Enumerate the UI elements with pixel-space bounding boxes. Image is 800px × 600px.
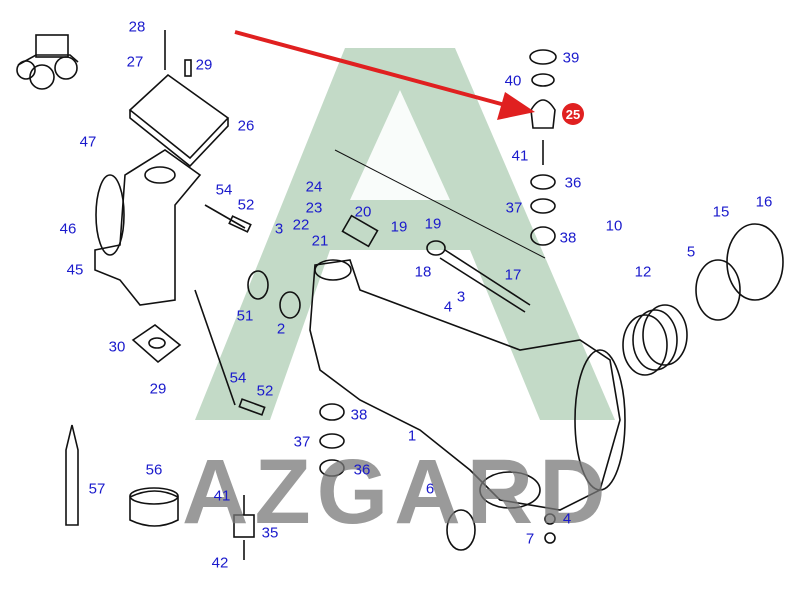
callout[interactable]: 4 [443,298,453,316]
callout[interactable]: 57 [88,480,106,498]
callout[interactable]: 2 [276,320,286,338]
callout[interactable]: 37 [293,433,311,451]
callout[interactable]: 29 [149,380,167,398]
callout[interactable]: 4 [562,510,572,528]
callout[interactable]: 40 [504,72,522,90]
callout[interactable]: 21 [311,232,329,250]
callout[interactable]: 52 [256,382,274,400]
callout[interactable]: 54 [215,181,233,199]
callout[interactable]: 12 [634,263,652,281]
callout[interactable]: 23 [305,199,323,217]
callout[interactable]: 16 [755,193,773,211]
plate-26 [128,73,230,168]
callout[interactable]: 47 [79,133,97,151]
callout[interactable]: 26 [237,117,255,135]
callout[interactable]: 6 [425,480,435,498]
callout[interactable]: 7 [525,530,535,548]
callout[interactable]: 3 [274,220,284,238]
callout[interactable]: 36 [353,461,371,479]
callout[interactable]: 1 [407,427,417,445]
callout[interactable]: 24 [305,178,323,196]
watermark-a-shape [195,48,615,420]
callout[interactable]: 41 [511,147,529,165]
callout[interactable]: 18 [414,263,432,281]
callout[interactable]: 51 [236,307,254,325]
highlighted-part-badge[interactable]: 25 [562,103,584,125]
callout[interactable]: 56 [145,461,163,479]
callout[interactable]: 28 [128,18,146,36]
callout[interactable]: 17 [504,266,522,284]
watermark-text: AZGARD [182,441,612,543]
callout[interactable]: 35 [261,524,279,542]
tractor-icon [16,34,79,90]
callout[interactable]: 3 [456,288,466,306]
callout[interactable]: 15 [712,203,730,221]
callout[interactable]: 42 [211,554,229,572]
callout[interactable]: 19 [390,218,408,236]
callout[interactable]: 39 [562,49,580,67]
callout[interactable]: 19 [424,215,442,233]
callout[interactable]: 30 [108,338,126,356]
callout[interactable]: 38 [559,229,577,247]
knuckle-45 [94,149,202,306]
callout[interactable]: 27 [126,53,144,71]
callout[interactable]: 45 [66,261,84,279]
callout[interactable]: 52 [237,196,255,214]
callout[interactable]: 54 [229,369,247,387]
red-arrow [234,30,535,120]
callout[interactable]: 22 [292,216,310,234]
callout[interactable]: 46 [59,220,77,238]
callout[interactable]: 10 [605,217,623,235]
callout[interactable]: 36 [564,174,582,192]
callout[interactable]: 29 [195,56,213,74]
callout[interactable]: 41 [213,487,231,505]
callout[interactable]: 38 [350,406,368,424]
callout[interactable]: 37 [505,199,523,217]
callout[interactable]: 5 [686,243,696,261]
callout[interactable]: 20 [354,203,372,221]
